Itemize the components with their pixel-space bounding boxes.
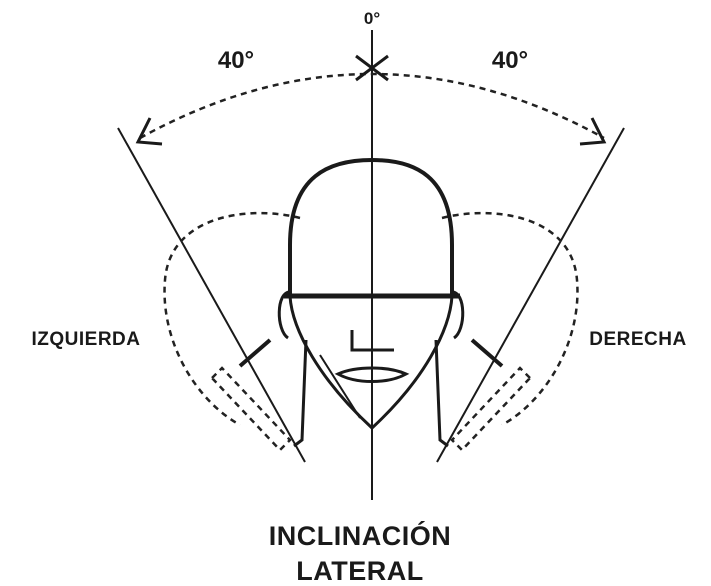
right-angle-label: 40° — [492, 47, 528, 74]
left-angle-label: 40° — [218, 47, 254, 74]
right-tilt-axis-line — [437, 128, 624, 462]
left-side-label: IZQUIERDA — [32, 329, 141, 350]
left-tilted-neck-outline — [212, 368, 290, 450]
left-arc-arrowhead — [138, 118, 162, 144]
right-arc-arrowhead — [580, 118, 604, 144]
left-neck-line — [294, 340, 306, 446]
left-ear — [279, 292, 290, 338]
right-neck-line — [436, 340, 448, 446]
jaw-shading — [320, 355, 360, 418]
right-ear — [452, 292, 463, 338]
right-tilted-neck-outline — [452, 368, 530, 450]
title-line-1: INCLINACIÓN — [269, 520, 452, 551]
center-angle-label: 0° — [364, 9, 380, 28]
title-line-2: LATERAL — [296, 556, 423, 586]
left-tilt-axis-line — [118, 128, 305, 462]
right-side-label: DERECHA — [589, 329, 686, 350]
